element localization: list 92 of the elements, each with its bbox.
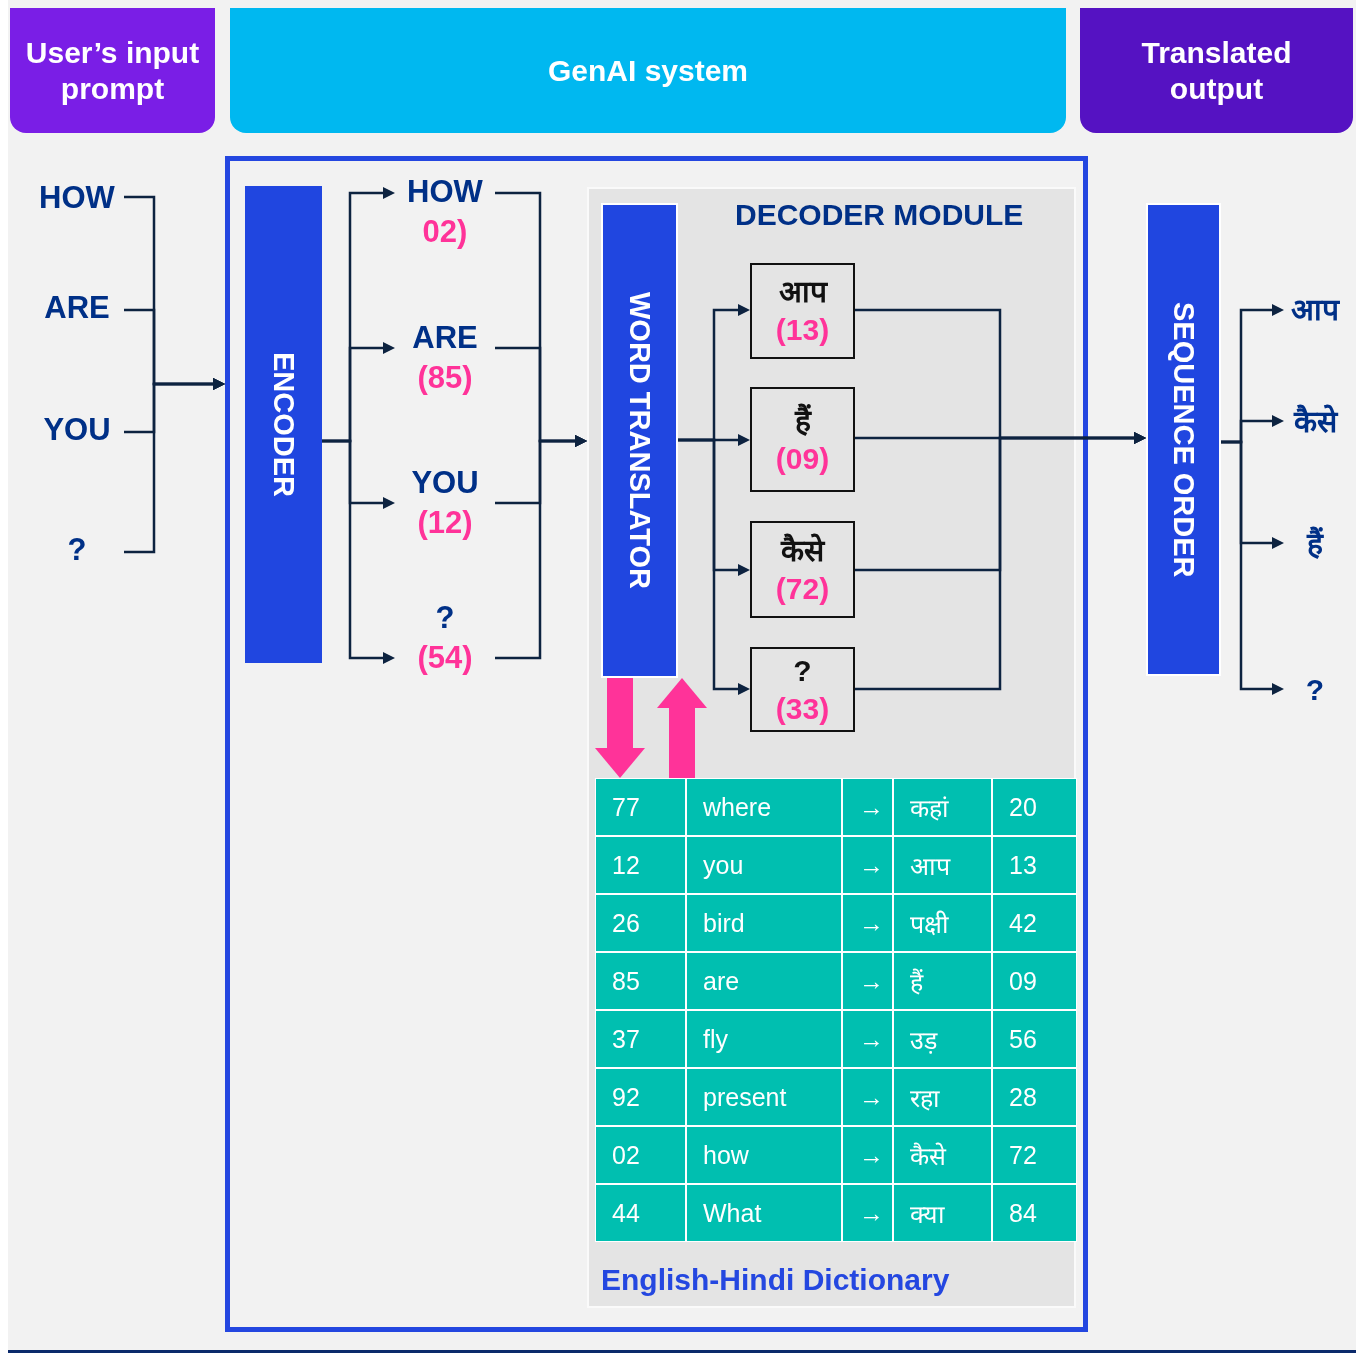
- table-cell: 20: [992, 778, 1077, 836]
- table-cell: 72: [992, 1126, 1077, 1184]
- hindi-word: आप: [778, 274, 827, 310]
- table-cell: 09: [992, 952, 1077, 1010]
- token-word: HOW: [407, 173, 483, 211]
- header-text: Translated output: [1140, 34, 1293, 107]
- panel-title: DECODER MODULE: [735, 197, 1024, 233]
- translator-bar: [601, 203, 678, 678]
- token-id: 02): [422, 213, 468, 251]
- table-cell: →: [842, 1010, 893, 1068]
- input-word: HOW: [39, 179, 115, 217]
- table-cell: पक्षी: [893, 894, 992, 952]
- header-text: GenAI system: [546, 52, 750, 89]
- arrow: [1221, 440, 1284, 695]
- token-word: ARE: [412, 319, 478, 357]
- table-cell: how: [686, 1126, 842, 1184]
- bar-label: SEQUENCE ORDER: [1166, 301, 1201, 578]
- table-cell: →: [842, 1126, 893, 1184]
- table-cell: where: [686, 778, 842, 836]
- table-cell: 02: [595, 1126, 686, 1184]
- table-cell: 12: [595, 836, 686, 894]
- table-cell: 85: [595, 952, 686, 1010]
- hindi-word: कैसे: [781, 532, 824, 569]
- table-cell: 84: [992, 1184, 1077, 1242]
- table-cell: उड़: [893, 1010, 992, 1068]
- arrow: [322, 439, 395, 664]
- table-caption: English-Hindi Dictionary: [601, 1262, 950, 1298]
- table-cell: 13: [992, 836, 1077, 894]
- word-box: [750, 387, 855, 492]
- token-id: (12): [417, 504, 473, 542]
- block-arrow: [595, 678, 645, 778]
- header-band: [10, 8, 215, 133]
- token-id: (54): [417, 639, 473, 677]
- word-box: [750, 521, 855, 618]
- table-cell: 26: [595, 894, 686, 952]
- table-cell: क्या: [893, 1184, 992, 1242]
- word-box: [750, 263, 855, 359]
- arrow: [495, 435, 587, 660]
- token-id: (85): [417, 359, 473, 397]
- sequence-bar: [1146, 203, 1221, 676]
- system-frame: [225, 156, 1088, 1332]
- word-box: [750, 647, 855, 732]
- table-cell: 77: [595, 778, 686, 836]
- table-cell: fly: [686, 1010, 842, 1068]
- table-cell: →: [842, 1068, 893, 1126]
- output-word: कैसे: [1293, 404, 1337, 440]
- arrow: [678, 438, 750, 695]
- table-cell: आप: [893, 836, 992, 894]
- input-word: ?: [67, 531, 87, 569]
- table-cell: हैं: [893, 952, 992, 1010]
- token-word: ?: [435, 599, 455, 637]
- table-cell: →: [842, 778, 893, 836]
- header-text: User’s input prompt: [24, 34, 201, 107]
- table-cell: कहां: [893, 778, 992, 836]
- table-cell: 44: [595, 1184, 686, 1242]
- output-word: हैं: [1307, 526, 1323, 562]
- table-cell: 92: [595, 1068, 686, 1126]
- header-band: [1080, 8, 1353, 133]
- header-band: [230, 8, 1066, 133]
- token-id: (13): [775, 312, 830, 348]
- table-cell: 42: [992, 894, 1077, 952]
- bar-label: ENCODER: [266, 352, 301, 497]
- table-cell: →: [842, 1184, 893, 1242]
- arrow: [124, 378, 225, 554]
- bar-label: WORD TRANSLATOR: [622, 292, 657, 589]
- input-word: ARE: [44, 289, 110, 327]
- table-cell: →: [842, 836, 893, 894]
- arrow: [855, 432, 1146, 691]
- table-cell: bird: [686, 894, 842, 952]
- hindi-word: हैं: [794, 402, 811, 439]
- table-cell: you: [686, 836, 842, 894]
- token-id: (09): [775, 440, 830, 477]
- table-cell: 28: [992, 1068, 1077, 1126]
- table-cell: What: [686, 1184, 842, 1242]
- table-cell: →: [842, 952, 893, 1010]
- table-cell: कैसे: [893, 1126, 992, 1184]
- token-id: (72): [775, 570, 830, 607]
- table-cell: 37: [595, 1010, 686, 1068]
- block-arrow: [657, 678, 707, 778]
- table-cell: →: [842, 894, 893, 952]
- hindi-word: ?: [793, 652, 812, 689]
- decoder-panel: [587, 187, 1076, 1308]
- table-cell: रहा: [893, 1068, 992, 1126]
- table-cell: 56: [992, 1010, 1077, 1068]
- table-cell: present: [686, 1068, 842, 1126]
- token-id: (33): [775, 690, 830, 727]
- output-word: ?: [1305, 672, 1325, 708]
- encoder-bar: [245, 186, 322, 663]
- table-cell: are: [686, 952, 842, 1010]
- output-word: आप: [1291, 292, 1339, 328]
- input-word: YOU: [43, 411, 111, 449]
- token-word: YOU: [411, 464, 479, 502]
